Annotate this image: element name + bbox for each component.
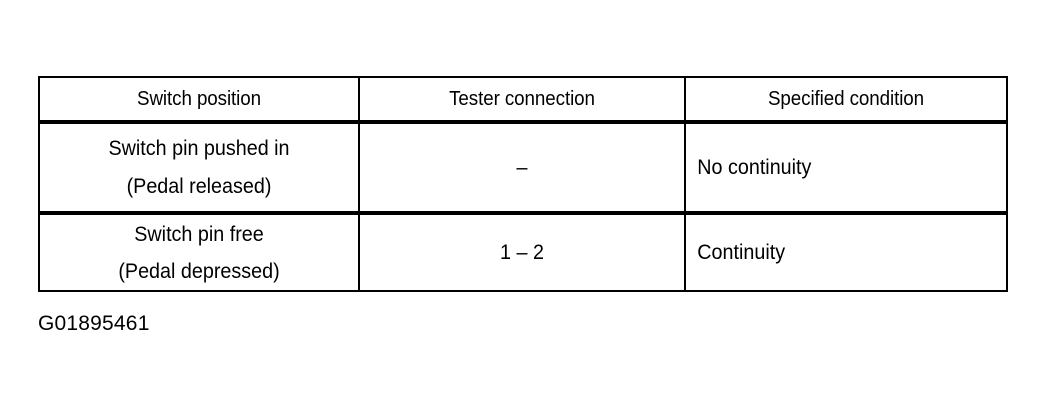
specified-condition-row1-value: No continuity bbox=[697, 155, 812, 179]
cell-switch-position-row2: Switch pin free (Pedal depressed) bbox=[39, 213, 360, 291]
column-header-switch-position: Switch position bbox=[48, 77, 351, 124]
table-row: Switch pin pushed in (Pedal released) – … bbox=[39, 122, 1007, 216]
column-header-tester-connection: Tester connection bbox=[367, 77, 677, 124]
cell-specified-condition-row1: No continuity bbox=[684, 122, 1007, 216]
cell-tester-connection-row1: – bbox=[358, 122, 686, 216]
column-header-tester-connection-label: Tester connection bbox=[449, 88, 595, 110]
specified-condition-row2-value: Continuity bbox=[697, 240, 786, 264]
column-header-specified-condition-label: Specified condition bbox=[767, 88, 925, 110]
table-row: Switch pin free (Pedal depressed) 1 – 2 … bbox=[39, 213, 1007, 291]
table-header-row: Switch position Tester connection Specif… bbox=[39, 77, 1007, 124]
figure-caption: G01895461 bbox=[38, 312, 150, 335]
switch-inspection-table: Switch position Tester connection Specif… bbox=[38, 76, 1008, 292]
tester-connection-row1-value: – bbox=[516, 155, 528, 179]
switch-position-row2-line2: (Pedal depressed) bbox=[118, 259, 280, 283]
column-header-specified-condition: Specified condition bbox=[693, 77, 998, 124]
cell-specified-condition-row2: Continuity bbox=[684, 213, 1007, 291]
cell-tester-connection-row2: 1 – 2 bbox=[358, 213, 686, 291]
switch-position-row2-line1: Switch pin free bbox=[134, 222, 264, 246]
switch-position-row1-line1: Switch pin pushed in bbox=[108, 136, 290, 160]
switch-position-row1-line2: (Pedal released) bbox=[126, 174, 272, 198]
tester-connection-row2-value: 1 – 2 bbox=[500, 240, 544, 264]
column-header-switch-position-label: Switch position bbox=[137, 88, 261, 110]
cell-switch-position-row1: Switch pin pushed in (Pedal released) bbox=[39, 122, 360, 216]
